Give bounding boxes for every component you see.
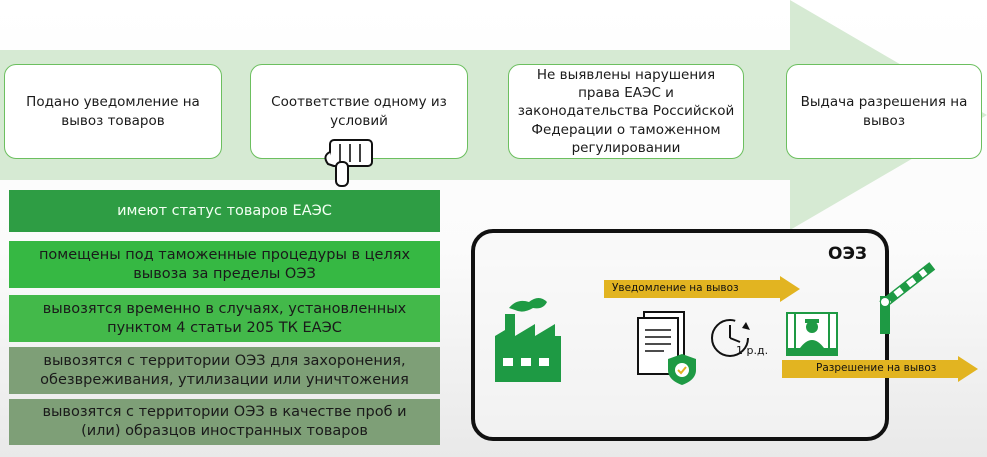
condition-text: помещены под таможенные процедуры в целя… (38, 246, 411, 282)
customs-officer-icon (786, 312, 838, 356)
permit-label: Разрешение на вывоз (816, 362, 937, 374)
condition-disposal: вывозятся с территории ОЭЗ для захоронен… (9, 347, 440, 394)
clock-icon (711, 319, 750, 357)
condition-samples: вывозятся с территории ОЭЗ в качестве пр… (9, 399, 440, 445)
condition-eaeu-status: имеют статус товаров ЕАЭС (9, 190, 440, 232)
barrier-gate-icon (879, 262, 936, 334)
step-label: Подано уведомление на вывоз товаров (26, 94, 200, 129)
step-label: Соответствие одному из условий (271, 94, 447, 129)
condition-text: имеют статус товаров ЕАЭС (117, 202, 332, 219)
permit-arrow (782, 356, 978, 382)
condition-text: вывозятся с территории ОЭЗ для захоронен… (40, 352, 409, 388)
condition-text: вывозятся с территории ОЭЗ в качестве пр… (42, 404, 407, 439)
notice-label: Уведомление на вывоз (612, 282, 739, 294)
condition-temporary-export: вывозятся временно в случаях, установлен… (9, 295, 440, 342)
time-label: 1 р.д. (736, 344, 769, 357)
condition-text: вывозятся временно в случаях, установлен… (42, 300, 407, 336)
document-shield-icon (637, 311, 696, 385)
condition-customs-procedures: помещены под таможенные процедуры в целя… (9, 241, 440, 288)
step-condition-match: Соответствие одному из условий (250, 64, 468, 159)
pointing-hand-icon (324, 139, 373, 187)
step-permit-issued: Выдача разрешения на вывоз (786, 64, 982, 159)
process-flow-arrow (0, 0, 987, 230)
factory-icon (495, 298, 561, 382)
oez-title: ОЭЗ (828, 244, 868, 264)
step-label: Не выявлены нарушения права ЕАЭС и закон… (517, 66, 735, 156)
step-no-violations: Не выявлены нарушения права ЕАЭС и закон… (508, 64, 744, 159)
step-notification-submitted: Подано уведомление на вывоз товаров (4, 64, 222, 159)
step-label: Выдача разрешения на вывоз (800, 94, 968, 129)
notice-arrow (604, 276, 800, 302)
